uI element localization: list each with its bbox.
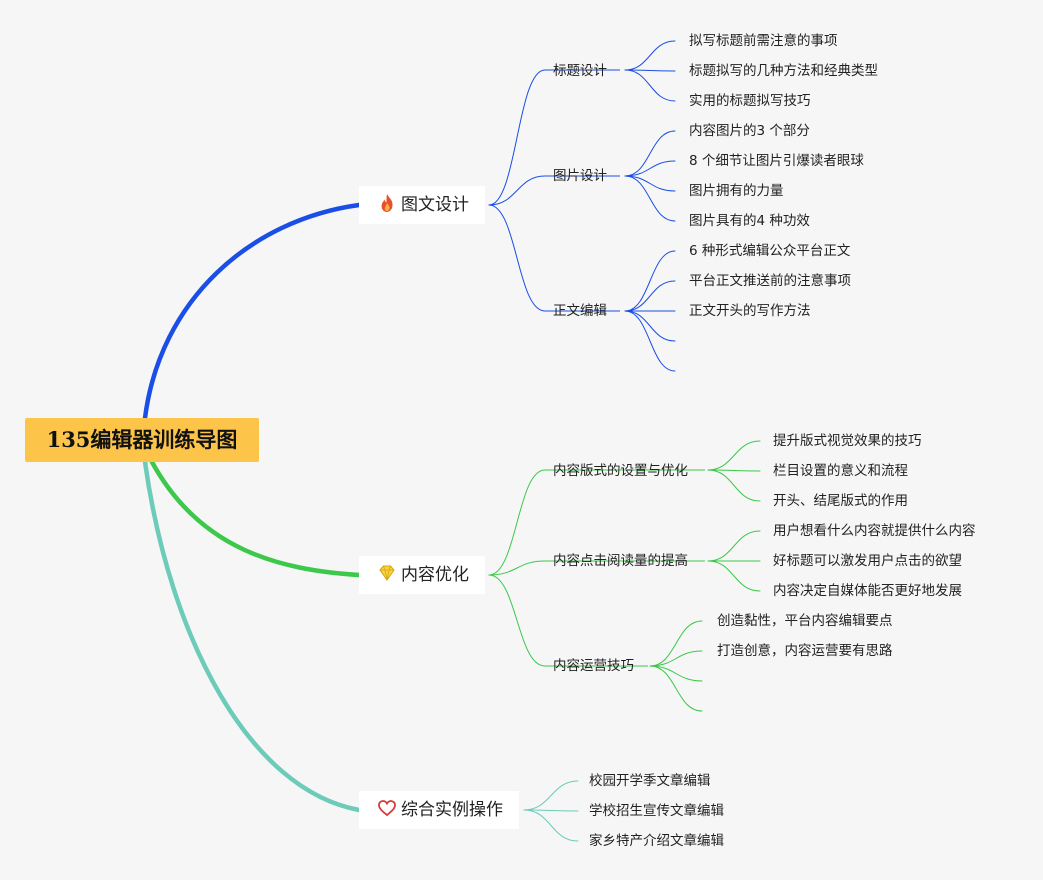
sub-node-banshi[interactable]: 内容版式的设置与优化 — [553, 463, 688, 479]
branch-connector — [488, 574, 546, 667]
leaf-connector — [624, 310, 676, 372]
branch-label: 图文设计 — [401, 195, 469, 215]
branch-node-neirong[interactable]: 内容优化 — [359, 556, 485, 594]
leaf-node[interactable]: 内容决定自媒体能否更好地发展 — [773, 583, 962, 599]
leaf-connector — [624, 69, 676, 72]
leaf-node[interactable]: 8 个细节让图片引爆读者眼球 — [689, 153, 864, 169]
branch-connector — [488, 175, 546, 206]
leaf-connector — [624, 280, 676, 312]
branch-label: 综合实例操作 — [401, 800, 503, 820]
leaf-node[interactable]: 提升版式视觉效果的技巧 — [773, 433, 922, 449]
leaf-connector — [624, 310, 676, 342]
root-node[interactable]: 135编辑器训练导图 — [25, 418, 259, 462]
leaf-connector — [624, 175, 676, 222]
trunk-connector — [142, 459, 362, 813]
leaf-connector — [523, 809, 579, 812]
leaf-node[interactable]: 创造黏性，平台内容编辑要点 — [717, 613, 893, 629]
leaf-connector — [624, 130, 676, 177]
branch-label: 内容优化 — [401, 565, 469, 585]
leaf-node[interactable]: 用户想看什么内容就提供什么内容 — [773, 523, 976, 539]
trunk-connector — [149, 459, 362, 578]
leaf-node[interactable]: 校园开学季文章编辑 — [589, 773, 711, 789]
sub-node-zhengwen[interactable]: 正文编辑 — [553, 303, 607, 319]
leaf-connector — [649, 650, 703, 667]
branch-connector — [488, 204, 546, 312]
leaf-node[interactable]: 拟写标题前需注意的事项 — [689, 33, 838, 49]
leaf-connector — [523, 780, 579, 811]
leaf-connector — [707, 469, 761, 472]
leaf-node[interactable]: 开头、结尾版式的作用 — [773, 493, 908, 509]
leaf-connector — [707, 560, 761, 592]
sub-node-yunying[interactable]: 内容运营技巧 — [553, 658, 634, 674]
leaf-connector — [649, 620, 703, 667]
leaf-node[interactable]: 学校招生宣传文章编辑 — [589, 803, 724, 819]
sub-node-biaoti[interactable]: 标题设计 — [553, 63, 607, 79]
leaf-node[interactable]: 打造创意，内容运营要有思路 — [717, 643, 893, 659]
leaf-node[interactable]: 内容图片的3 个部分 — [689, 123, 810, 139]
branch-connector — [488, 560, 546, 576]
leaf-connector — [624, 250, 676, 312]
branch-node-zonghe[interactable]: 综合实例操作 — [359, 791, 519, 829]
branch-connector — [488, 69, 546, 206]
leaf-connector — [649, 665, 703, 712]
branch-connector — [488, 469, 546, 576]
branch-node-tuwen[interactable]: 图文设计 — [359, 186, 485, 224]
leaf-connector — [624, 160, 676, 177]
sub-node-dianji[interactable]: 内容点击阅读量的提高 — [553, 553, 688, 569]
leaf-connector — [624, 69, 676, 102]
leaf-connector — [624, 40, 676, 71]
heart-icon — [377, 798, 397, 818]
leaf-node[interactable]: 正文开头的写作方法 — [689, 303, 811, 319]
leaf-connector — [707, 530, 761, 562]
leaf-node[interactable]: 实用的标题拟写技巧 — [689, 93, 811, 109]
leaf-node[interactable]: 家乡特产介绍文章编辑 — [589, 833, 724, 849]
trunk-connector — [142, 202, 362, 421]
leaf-connector — [707, 469, 761, 502]
sub-node-tupian[interactable]: 图片设计 — [553, 168, 607, 184]
leaf-node[interactable]: 栏目设置的意义和流程 — [773, 463, 908, 479]
leaf-node[interactable]: 6 种形式编辑公众平台正文 — [689, 243, 851, 259]
leaf-node[interactable]: 好标题可以激发用户点击的欲望 — [773, 553, 962, 569]
fire-icon — [377, 193, 397, 213]
leaf-node[interactable]: 图片拥有的力量 — [689, 183, 784, 199]
leaf-connector — [707, 440, 761, 471]
leaf-connector — [624, 175, 676, 192]
diamond-icon — [377, 563, 397, 583]
leaf-connector — [523, 809, 579, 842]
leaf-connector — [649, 665, 703, 682]
leaf-node[interactable]: 平台正文推送前的注意事项 — [689, 273, 851, 289]
leaf-node[interactable]: 标题拟写的几种方法和经典类型 — [689, 63, 878, 79]
leaf-node[interactable]: 图片具有的4 种功效 — [689, 213, 810, 229]
